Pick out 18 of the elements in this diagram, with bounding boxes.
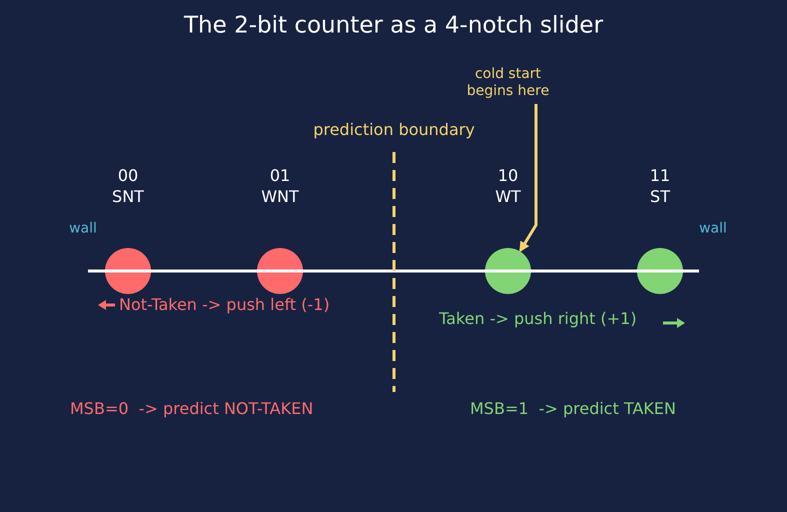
rule-text: Taken -> push right (+1) [439, 309, 637, 329]
state-code: 01 [270, 166, 290, 186]
boundary-label: prediction boundary [313, 120, 475, 140]
state-code: 00 [118, 166, 138, 186]
title: The 2-bit counter as a 4-notch slider [184, 12, 604, 40]
state-name: ST [650, 187, 670, 207]
rule-text: Not-Taken -> push left (-1) [119, 295, 330, 315]
prediction-text: MSB=1 -> predict TAKEN [470, 399, 676, 419]
state-code: 10 [498, 166, 518, 186]
arrow [519, 104, 538, 252]
state-name: SNT [112, 187, 144, 207]
state-name: WNT [261, 187, 299, 207]
state-code: 11 [650, 166, 670, 186]
state-name: WT [495, 187, 521, 207]
wall-label: wall [699, 220, 727, 238]
wall-label: wall [69, 220, 97, 238]
note-text: cold start begins here [458, 66, 558, 100]
prediction-text: MSB=0 -> predict NOT-TAKEN [70, 399, 314, 419]
